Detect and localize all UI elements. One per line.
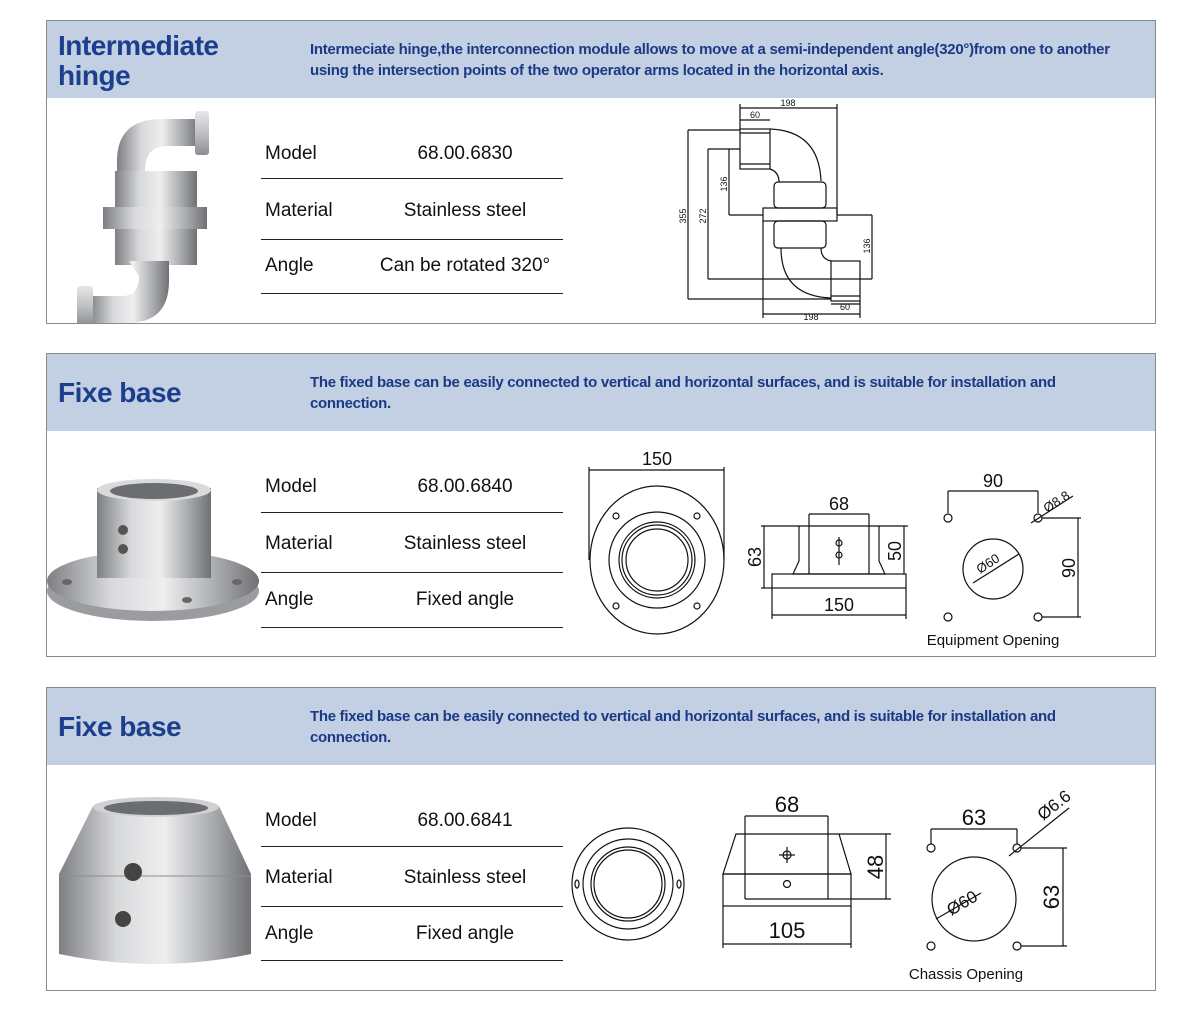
spec-value-angle: Fixed angle bbox=[415, 589, 515, 610]
dim-label: 90 bbox=[983, 471, 1003, 491]
dim-label: 105 bbox=[769, 918, 806, 943]
title-line: hinge bbox=[58, 60, 131, 91]
dim-label: 198 bbox=[803, 312, 818, 321]
drawing-caption: Equipment Opening bbox=[927, 632, 1060, 649]
section-description: The fixed base can be easily connected t… bbox=[310, 708, 1056, 746]
dim-label: 150 bbox=[642, 449, 672, 469]
spec-value-angle: Can be rotated 320° bbox=[379, 255, 551, 276]
spec-value-material: Stainless steel bbox=[403, 533, 527, 554]
dim-label: 272 bbox=[698, 208, 708, 223]
dim-label: 60 bbox=[750, 110, 760, 120]
dim-label: 136 bbox=[719, 176, 729, 191]
spec-label-angle: Angle bbox=[265, 923, 314, 944]
spec-label-model: Model bbox=[265, 810, 317, 831]
section-header: Fixe base The fixed base can be easily c… bbox=[47, 688, 1155, 765]
dim-label: Ø60 bbox=[944, 887, 981, 920]
product-section-fixed-base-6840: Fixe base The fixed base can be easily c… bbox=[46, 353, 1156, 657]
dim-label: 63 bbox=[962, 805, 986, 830]
dim-label: 68 bbox=[829, 494, 849, 514]
section-description: Intermeciate hinge,the interconnection m… bbox=[310, 41, 1110, 79]
dim-label: 60 bbox=[840, 302, 850, 312]
spec-label-angle: Angle bbox=[265, 255, 314, 276]
spec-label-angle: Angle bbox=[265, 589, 314, 610]
title-line: Intermediate bbox=[58, 30, 219, 61]
dim-label: 355 bbox=[678, 208, 688, 223]
divider bbox=[261, 512, 563, 513]
spec-value-model: 68.00.6841 bbox=[417, 810, 513, 831]
dim-label: 48 bbox=[863, 855, 888, 879]
divider bbox=[261, 178, 563, 179]
dim-label: 198 bbox=[780, 98, 795, 108]
dim-label: Ø6.6 bbox=[1034, 786, 1075, 824]
drawing-caption: Chassis Opening bbox=[909, 966, 1023, 983]
cone-base-technical-drawing: 68 48 105 63 Ø6.6 Ø60 63 Chassis Opening bbox=[571, 786, 1075, 983]
dim-label: Ø60 bbox=[973, 551, 1002, 577]
dim-label: 136 bbox=[862, 238, 872, 253]
spec-value-model: 68.00.6840 bbox=[417, 476, 513, 497]
dim-label: 50 bbox=[885, 541, 905, 561]
spec-value-angle: Fixed angle bbox=[415, 923, 515, 944]
hinge-product-photo bbox=[77, 111, 209, 323]
spec-value-material: Stainless steel bbox=[403, 867, 527, 888]
section-title: Fixe base bbox=[58, 711, 182, 742]
dim-label: 150 bbox=[824, 595, 854, 615]
product-section-fixed-base-6841: Fixe base The fixed base can be easily c… bbox=[46, 687, 1156, 991]
dim-label: Ø8.8 bbox=[1040, 488, 1072, 516]
divider bbox=[261, 846, 563, 847]
fixed-base-technical-drawing: 150 68 63 50 150 90 Ø8.8 Ø60 90 Equipmen… bbox=[588, 449, 1081, 649]
divider bbox=[261, 960, 563, 961]
divider bbox=[261, 293, 563, 294]
divider bbox=[261, 572, 563, 573]
spec-value-model: 68.00.6830 bbox=[417, 143, 513, 164]
divider bbox=[261, 906, 563, 907]
spec-label-model: Model bbox=[265, 143, 317, 164]
cone-base-product-photo bbox=[59, 797, 251, 964]
hinge-technical-drawing: 198 60 136 355 272 136 60 198 bbox=[678, 98, 873, 321]
spec-label-material: Material bbox=[265, 867, 333, 888]
section-title: Fixe base bbox=[58, 377, 182, 408]
spec-label-material: Material bbox=[265, 200, 333, 221]
dim-label: 68 bbox=[775, 792, 799, 817]
spec-label-model: Model bbox=[265, 476, 317, 497]
divider bbox=[261, 627, 563, 628]
dim-label: 63 bbox=[1039, 885, 1064, 909]
fixed-base-product-photo bbox=[47, 479, 259, 621]
spec-value-material: Stainless steel bbox=[403, 200, 527, 221]
dim-label: 63 bbox=[745, 547, 765, 567]
divider bbox=[261, 239, 563, 240]
dim-label: 90 bbox=[1059, 558, 1079, 578]
spec-label-material: Material bbox=[265, 533, 333, 554]
section-description: The fixed base can be easily connected t… bbox=[310, 374, 1056, 412]
section-header: Fixe base The fixed base can be easily c… bbox=[47, 354, 1155, 431]
